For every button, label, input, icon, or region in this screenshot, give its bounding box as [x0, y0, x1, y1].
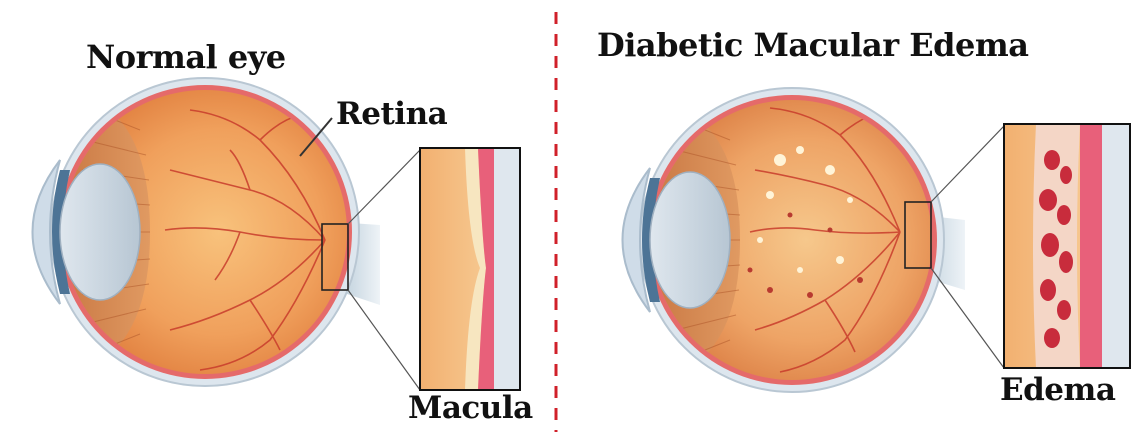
retina-label: Retina [336, 96, 447, 132]
lens [650, 172, 730, 308]
lens [60, 164, 140, 300]
macula-inset [420, 148, 520, 390]
edema-inset [1004, 124, 1130, 368]
edema-label: Edema [1000, 372, 1115, 408]
dme-title: Diabetic Macular Edema [597, 26, 1028, 64]
dme-eye-illustration [623, 88, 1131, 392]
normal-eye-title: Normal eye [86, 38, 286, 76]
macula-label: Macula [408, 390, 533, 426]
retina-band [1080, 124, 1102, 368]
